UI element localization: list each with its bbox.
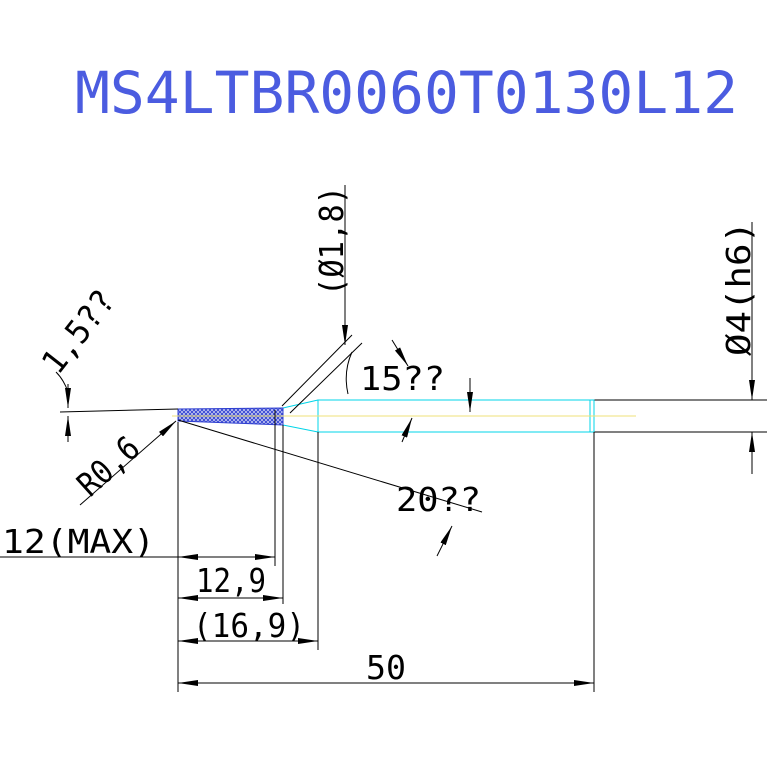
taper-top-edge [282, 399, 319, 409]
taper-bottom-edge [282, 424, 319, 433]
length-b-label: (16,9) [193, 606, 305, 645]
tool-body [172, 399, 767, 433]
neck-angle-arrow-bottom [401, 417, 413, 443]
length-max-label: 12(MAX) [2, 522, 155, 561]
bottom-angle-arrow [436, 525, 453, 557]
dimension-labels: (Ø1,8) Ø4(h6) 1,5?? 15?? 20?? R0,6 12(MA… [2, 186, 758, 687]
neck-angle-arc [345, 351, 353, 395]
extension-line-bottom-angle [177, 419, 483, 513]
extension-line-top-angle [59, 408, 179, 413]
angle-neck-label: 15?? [360, 359, 445, 398]
neck-diameter-extension-1 [281, 334, 353, 407]
radius-leader-line [79, 420, 177, 506]
angle-lines [55, 185, 755, 557]
radius-label: R0,6 [69, 428, 147, 504]
angle-bottom-label: 20?? [396, 480, 481, 519]
drawing-title: MS4LTBR0060T0130L12 [75, 59, 738, 127]
neck-diameter-extension-2 [289, 342, 363, 414]
angle-top-left-label: 1,5?? [34, 282, 123, 381]
shank-diameter-label: Ø4(h6) [719, 221, 758, 356]
neck-angle-arrow-top [391, 339, 409, 367]
neck-diameter-label: (Ø1,8) [312, 186, 351, 296]
dimension-lines [0, 554, 594, 686]
length-a-label: 12,9 [196, 561, 266, 600]
length-total-label: 50 [366, 648, 406, 687]
